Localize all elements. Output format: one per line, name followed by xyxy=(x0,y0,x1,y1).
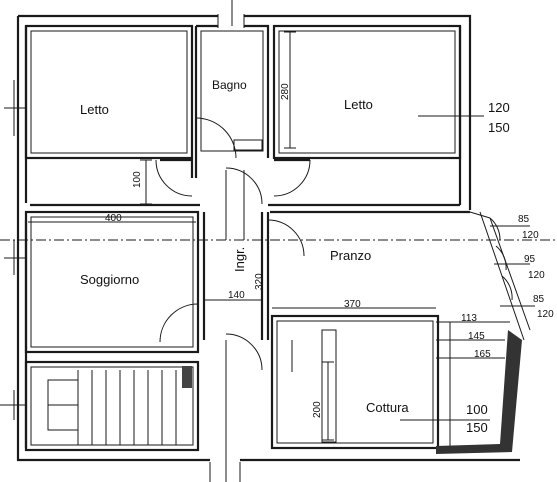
dim-120-bottom: 120 xyxy=(537,309,554,320)
dimension-lines xyxy=(28,31,535,441)
window-cottura-bottom: 150 xyxy=(466,420,488,435)
corridor xyxy=(30,158,460,340)
dim-400: 400 xyxy=(105,213,122,224)
dim-280: 280 xyxy=(280,83,291,100)
label-bagno: Bagno xyxy=(212,78,247,92)
dim-95: 95 xyxy=(524,254,536,265)
staircase xyxy=(24,360,200,452)
label-soggiorno: Soggiorno xyxy=(80,272,139,287)
label-ingr: Ingr. xyxy=(232,247,247,272)
dim-120-mid: 120 xyxy=(528,270,545,281)
dim-145: 145 xyxy=(468,331,485,342)
dim-140: 140 xyxy=(228,290,245,301)
dim-370: 370 xyxy=(344,299,361,310)
room-bagno xyxy=(194,0,270,178)
entrance-marks xyxy=(209,340,241,482)
label-letto-left: Letto xyxy=(80,102,109,117)
dim-320: 320 xyxy=(254,273,265,290)
label-letto-right: Letto xyxy=(344,97,373,112)
room-soggiorno xyxy=(24,210,200,354)
dim-85-top: 85 xyxy=(518,214,530,225)
window-right-top: 120 xyxy=(488,100,510,115)
room-cottura xyxy=(270,314,451,450)
label-cottura: Cottura xyxy=(366,400,409,415)
dim-85-bottom: 85 xyxy=(533,294,545,305)
dim-100: 100 xyxy=(132,171,143,188)
door-swings xyxy=(155,117,513,371)
window-cottura-top: 100 xyxy=(466,402,488,417)
room-letto-right xyxy=(272,24,462,160)
window-right-bottom: 150 xyxy=(488,120,510,135)
dim-120-top: 120 xyxy=(522,230,539,241)
room-letto-left xyxy=(24,24,194,160)
window-ticks xyxy=(0,80,490,421)
dim-113: 113 xyxy=(461,313,477,324)
dim-200: 200 xyxy=(312,401,323,418)
label-pranzo: Pranzo xyxy=(330,248,371,263)
dim-165: 165 xyxy=(474,349,491,360)
